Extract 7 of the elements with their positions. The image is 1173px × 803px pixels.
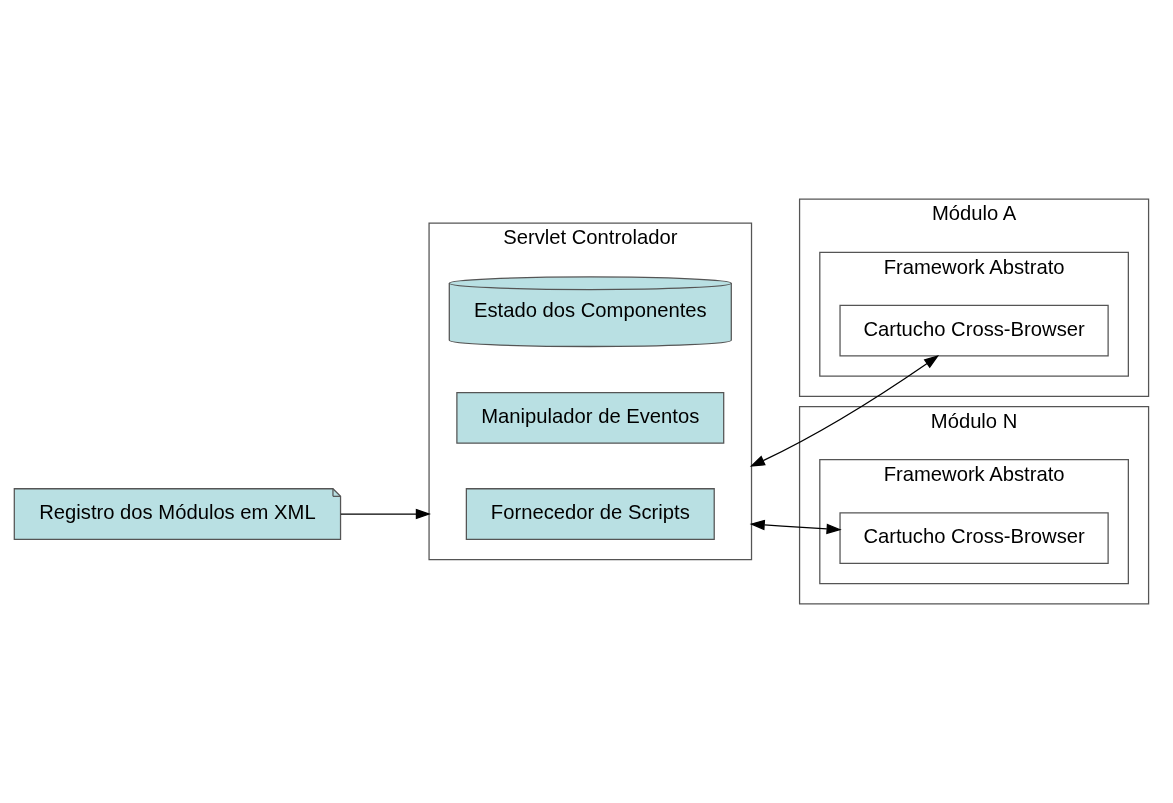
node-box: Cartucho Cross-Browser	[839, 304, 1109, 357]
arrow	[749, 355, 940, 467]
node-box: Manipulador de Eventos	[456, 392, 725, 444]
arrow	[749, 519, 842, 535]
arrow	[340, 508, 431, 520]
node-box: Cartucho Cross-Browser	[839, 512, 1109, 564]
node-box: Fornecedor de Scripts	[465, 488, 715, 540]
